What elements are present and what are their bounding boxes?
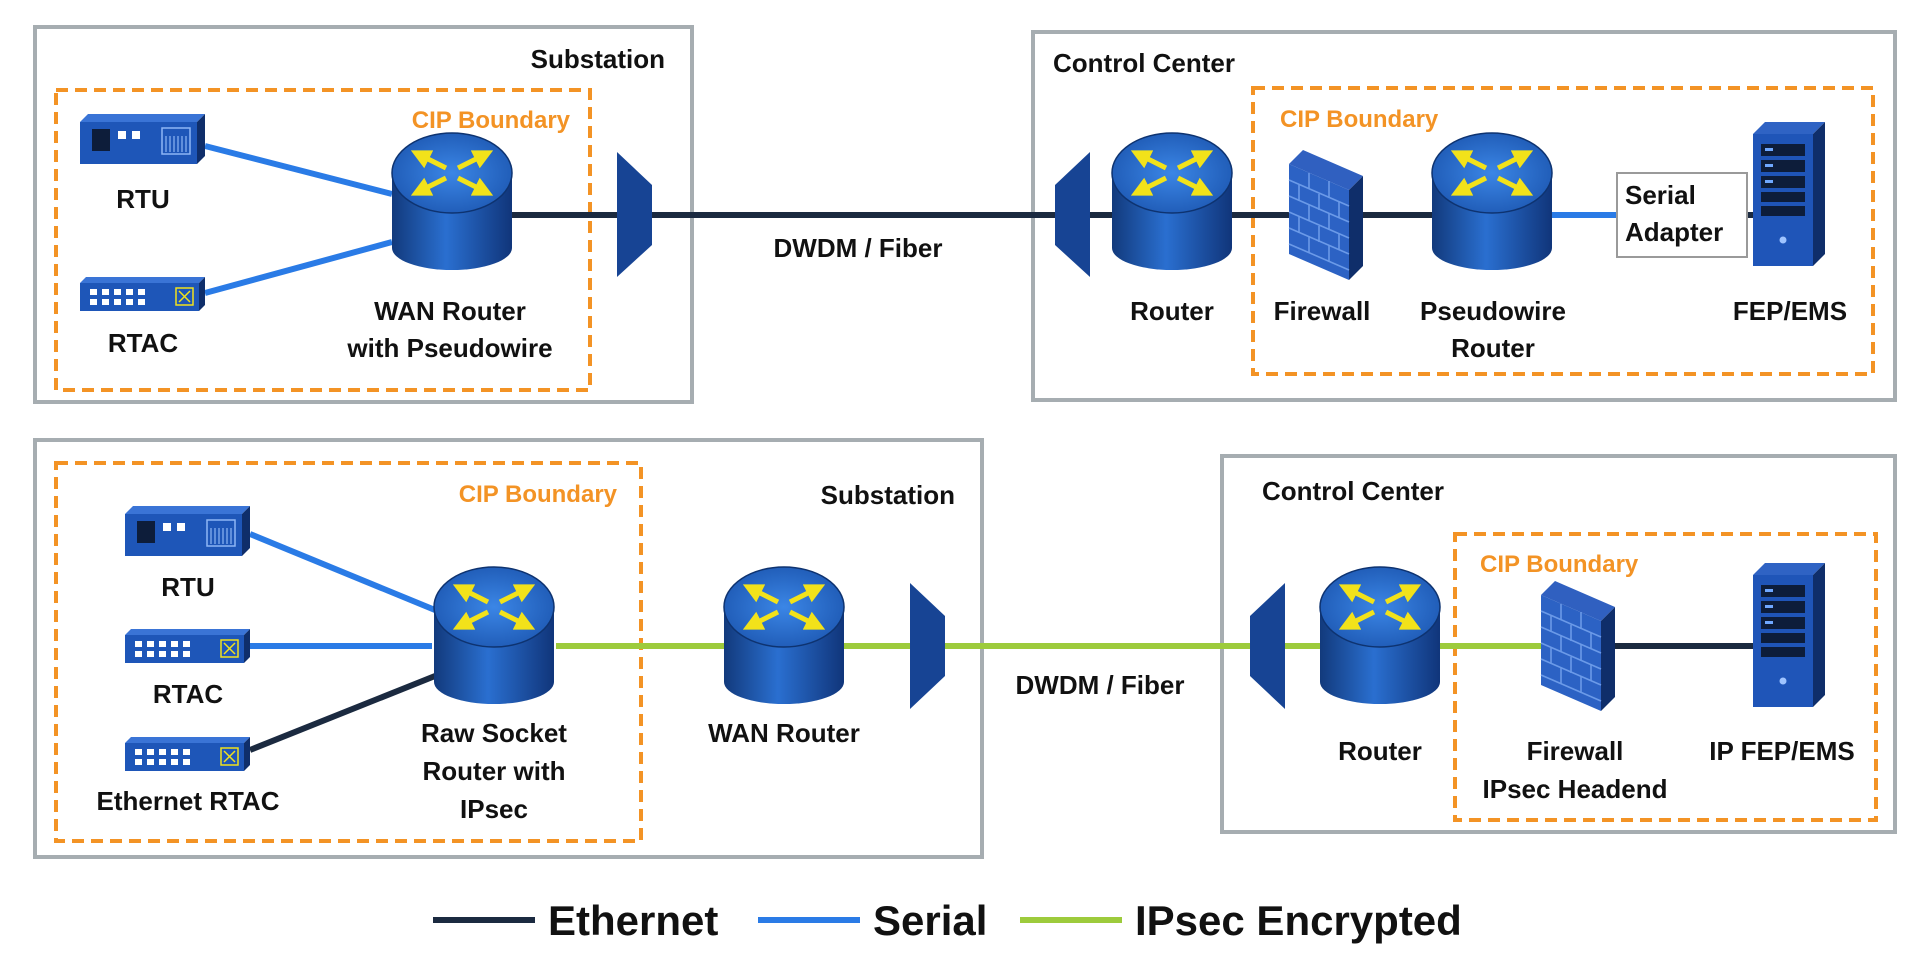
top-substation-cip-boundary [54, 88, 592, 392]
top-router-label: Router [1130, 296, 1214, 326]
top-rtu-serial-link [204, 143, 393, 197]
top-wan-router-label-2: with Pseudowire [346, 333, 552, 363]
top-control-cip-boundary [1251, 86, 1875, 376]
top-substation-mux-icon [617, 152, 652, 277]
top-firewall-label: Firewall [1274, 296, 1371, 326]
bottom-control-cip-label: CIP Boundary [1480, 551, 1639, 578]
bottom-firewall-label-1: Firewall [1527, 736, 1624, 766]
bottom-rtu-icon [124, 505, 251, 557]
bottom-server-icon [1753, 563, 1825, 707]
bottom-wan-router-icon [724, 567, 844, 704]
bottom-router-icon [1320, 567, 1440, 704]
top-rtac-icon [79, 276, 206, 312]
top-rtu-icon [79, 113, 206, 165]
bottom-control-cip-boundary [1453, 532, 1878, 822]
top-server-icon [1753, 122, 1825, 266]
legend-ethernet-label: Ethernet [548, 897, 718, 944]
bottom-control-mux-icon [1250, 583, 1285, 709]
bottom-wan-router-label: WAN Router [708, 718, 860, 748]
top-substation-title: Substation [531, 44, 665, 74]
top-serial-adapter-box [1616, 172, 1748, 258]
top-server-label: FEP/EMS [1733, 296, 1847, 326]
bottom-raw-socket-router-label-2: Router with [423, 756, 566, 786]
bottom-ethernet-rtac-label: Ethernet RTAC [97, 786, 280, 816]
bottom-raw-socket-router-label-3: IPsec [460, 794, 528, 824]
bottom-firewall-label-2: IPsec Headend [1483, 774, 1668, 804]
top-control-mux-icon [1055, 152, 1090, 277]
top-rtac-label: RTAC [108, 328, 179, 358]
top-pseudowire-router-icon [1432, 133, 1552, 270]
bottom-router-label: Router [1338, 736, 1422, 766]
bottom-ethernet-rtac-link [248, 673, 437, 753]
bottom-server-label: IP FEP/EMS [1709, 736, 1854, 766]
top-router-icon [1112, 133, 1232, 270]
top-rtac-serial-link [204, 239, 393, 296]
top-control-cip-label: CIP Boundary [1280, 106, 1439, 133]
top-serial-adapter-label-1: Serial [1625, 180, 1696, 210]
legend-serial-label: Serial [873, 897, 987, 944]
bottom-substation-cip-label: CIP Boundary [459, 481, 618, 508]
top-wan-router-label-1: WAN Router [374, 296, 526, 326]
bottom-control-center-title: Control Center [1262, 476, 1444, 506]
top-substation-cip-label: CIP Boundary [412, 107, 571, 134]
bottom-rtac-icon [124, 628, 251, 664]
top-pseudowire-router-label-2: Router [1451, 333, 1535, 363]
bottom-raw-socket-router-label-1: Raw Socket [421, 718, 567, 748]
bottom-rtu-serial-link [248, 531, 437, 613]
legend-ipsec-label: IPsec Encrypted [1135, 897, 1462, 944]
top-serial-adapter-label-2: Adapter [1625, 217, 1723, 247]
top-control-center-title: Control Center [1053, 48, 1235, 78]
bottom-firewall-icon [1540, 580, 1616, 740]
top-pseudowire-router-label-1: Pseudowire [1420, 296, 1566, 326]
bottom-substation-mux-icon [910, 583, 945, 709]
bottom-substation-cip-boundary [54, 461, 643, 843]
bottom-ethernet-rtac-icon [124, 736, 251, 772]
top-wan-router-icon [392, 133, 512, 270]
bottom-substation-title: Substation [821, 480, 955, 510]
top-rtu-label: RTU [116, 184, 169, 214]
legend: Ethernet Serial IPsec Encrypted [433, 897, 1462, 944]
bottom-raw-socket-router-icon [434, 567, 554, 704]
top-firewall-icon [1288, 149, 1364, 309]
bottom-rtac-label: RTAC [153, 679, 224, 709]
bottom-rtu-label: RTU [161, 572, 214, 602]
top-link-label: DWDM / Fiber [774, 233, 943, 263]
bottom-link-label: DWDM / Fiber [1016, 670, 1185, 700]
